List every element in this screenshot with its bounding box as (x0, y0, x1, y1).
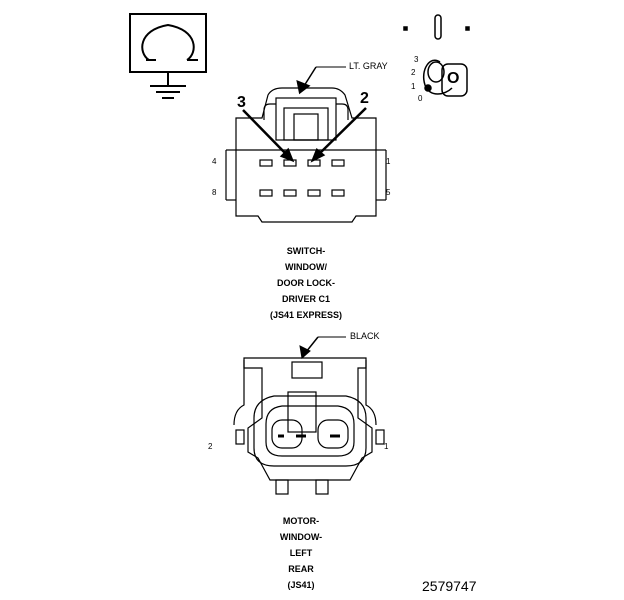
connector1-color-label: LT. GRAY (349, 61, 388, 71)
connector2-name: MOTOR- WINDOW- LEFT REAR (JS41) (236, 513, 366, 593)
figure-number: 2579747 (422, 578, 477, 594)
connector-switch-window-door-lock (225, 87, 387, 223)
connector1-pointers (242, 66, 367, 163)
key-position-3: 3 (414, 55, 419, 64)
connector2-name-line: REAR (288, 564, 314, 574)
key-position-0: 0 (418, 94, 423, 103)
connector-motor-window-left-rear (233, 357, 385, 495)
connector1-pointer-3: 3 (237, 94, 246, 111)
connector2-name-line: WINDOW- (279, 532, 323, 542)
ohm-ground-icon (129, 13, 207, 99)
connector2-cavity-1: 1 (384, 442, 389, 451)
connector1-cavity-5: 5 (386, 188, 391, 197)
connector2-color-label: BLACK (350, 331, 380, 341)
connector1-cavity-1: 1 (386, 157, 391, 166)
connector2-name-line: LEFT (289, 548, 313, 558)
connector1-cavity-8: 8 (212, 188, 217, 197)
connector1-name-line: DOOR LOCK- (277, 278, 335, 288)
connector1-name-line: WINDOW/ (285, 262, 327, 272)
connector1-pointer-2: 2 (360, 90, 369, 107)
key-position-1: 1 (411, 82, 416, 91)
connector2-name-line: (JS41) (287, 580, 315, 590)
connector1-name-line: (JS41 EXPRESS) (269, 310, 343, 320)
ignition-key-icon (403, 14, 470, 97)
connector2-pointer (299, 336, 346, 359)
connector1-name-line: DRIVER C1 (281, 294, 330, 304)
connector1-cavity-4: 4 (212, 157, 217, 166)
key-letter: O (447, 70, 460, 87)
connector1-name: SWITCH- WINDOW/ DOOR LOCK- DRIVER C1 (JS… (236, 243, 376, 323)
connector2-cavity-2: 2 (208, 442, 213, 451)
connector2-name-line: MOTOR- (282, 516, 320, 526)
key-position-2: 2 (411, 68, 416, 77)
connector1-name-line: SWITCH- (286, 246, 326, 256)
